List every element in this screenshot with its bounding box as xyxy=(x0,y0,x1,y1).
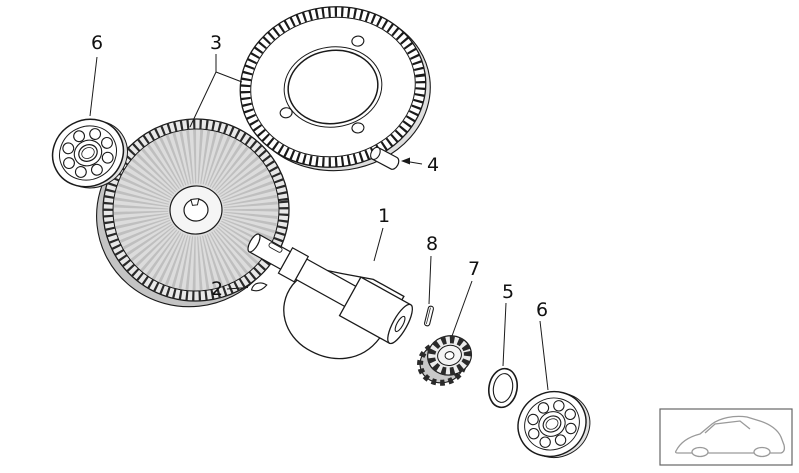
car-window xyxy=(704,420,751,434)
bearing-ball xyxy=(527,413,539,426)
pump-gear-bore xyxy=(444,351,455,360)
leader-8 xyxy=(428,255,432,305)
leader-3 xyxy=(189,54,243,128)
gear-teeth xyxy=(103,118,289,302)
callout-pump-gear[interactable]: 7 xyxy=(468,258,480,280)
bearing-bottom-right xyxy=(517,390,591,459)
bearing-ball xyxy=(539,436,551,448)
bearing-ball xyxy=(554,434,567,446)
bearing-ball xyxy=(63,157,75,170)
gear-bolt-hole xyxy=(351,122,365,134)
bearing-ball xyxy=(528,427,540,440)
gear-keyway xyxy=(190,198,200,206)
pump-gear-teeth xyxy=(427,335,472,376)
callout-bearing-bottom-right[interactable]: 6 xyxy=(536,299,548,321)
bearing-ball xyxy=(564,408,576,421)
shim-ring xyxy=(488,367,518,409)
leader-5 xyxy=(502,302,507,367)
gear-face-machining xyxy=(114,129,278,291)
leader-lines xyxy=(89,54,549,391)
ring-inner xyxy=(492,373,514,403)
shaft-end-face xyxy=(247,233,261,253)
bearing-ball xyxy=(62,142,75,155)
leader-2 xyxy=(226,287,249,290)
bearing-bore-chamfer xyxy=(545,418,559,430)
leader-7 xyxy=(451,280,473,337)
clamping-pin xyxy=(424,305,434,327)
shaft-end-bore xyxy=(394,315,406,333)
bearing-ball xyxy=(74,166,87,178)
callout-roller-pin[interactable]: 4 xyxy=(427,154,439,176)
callout-gear-set[interactable]: 3 xyxy=(210,32,222,54)
gear-bolt-hole xyxy=(279,107,293,119)
bearing-ball xyxy=(537,402,550,414)
car-wheel xyxy=(691,446,709,458)
bearing-ball xyxy=(90,163,103,176)
shaft-keyway-slot xyxy=(268,242,283,253)
pin-body xyxy=(424,305,434,327)
car-wheel xyxy=(753,446,771,458)
callout-balance-shaft[interactable]: 1 xyxy=(378,205,390,227)
gear-center-hole xyxy=(287,49,379,125)
callout-labels: 6 3 4 1 2 8 7 5 6 xyxy=(91,32,548,321)
gear-teeth xyxy=(240,6,426,168)
bearing-top-left xyxy=(51,118,128,189)
pin-end-face xyxy=(370,146,381,160)
car-thumbnail-box[interactable] xyxy=(659,408,793,466)
bearing-ball xyxy=(89,128,102,140)
leader-6-top xyxy=(89,56,98,117)
bearing-balls xyxy=(527,400,577,448)
gear-bolt-hole xyxy=(351,35,365,47)
bearing-ball xyxy=(73,130,86,143)
gear-large-upper xyxy=(239,6,431,172)
callout-bearing-top-left[interactable]: 6 xyxy=(91,32,103,54)
callout-woodruff-key[interactable]: 2 xyxy=(211,278,223,300)
car-icon xyxy=(674,415,786,458)
woodruff-key xyxy=(250,282,268,292)
bearing-ball xyxy=(553,400,565,412)
pump-gear xyxy=(417,335,473,386)
bearing-ball xyxy=(101,151,114,164)
car-body xyxy=(674,415,786,454)
callout-clamping-pin[interactable]: 8 xyxy=(426,233,438,255)
balance-shaft xyxy=(247,233,414,360)
bearing-ball xyxy=(565,422,577,435)
pin-slot xyxy=(426,307,431,325)
leader-1 xyxy=(373,227,384,262)
roller-pin xyxy=(370,146,400,170)
gear-large-lower xyxy=(96,118,290,308)
callout-shim-ring[interactable]: 5 xyxy=(502,281,514,303)
bearing-balls xyxy=(62,128,114,178)
key-body xyxy=(250,282,268,292)
leader-6-bottom xyxy=(539,320,549,391)
leader-4-arrowhead xyxy=(401,157,410,165)
bearing-bore-chamfer xyxy=(81,147,95,159)
bearing-ball xyxy=(101,136,113,149)
